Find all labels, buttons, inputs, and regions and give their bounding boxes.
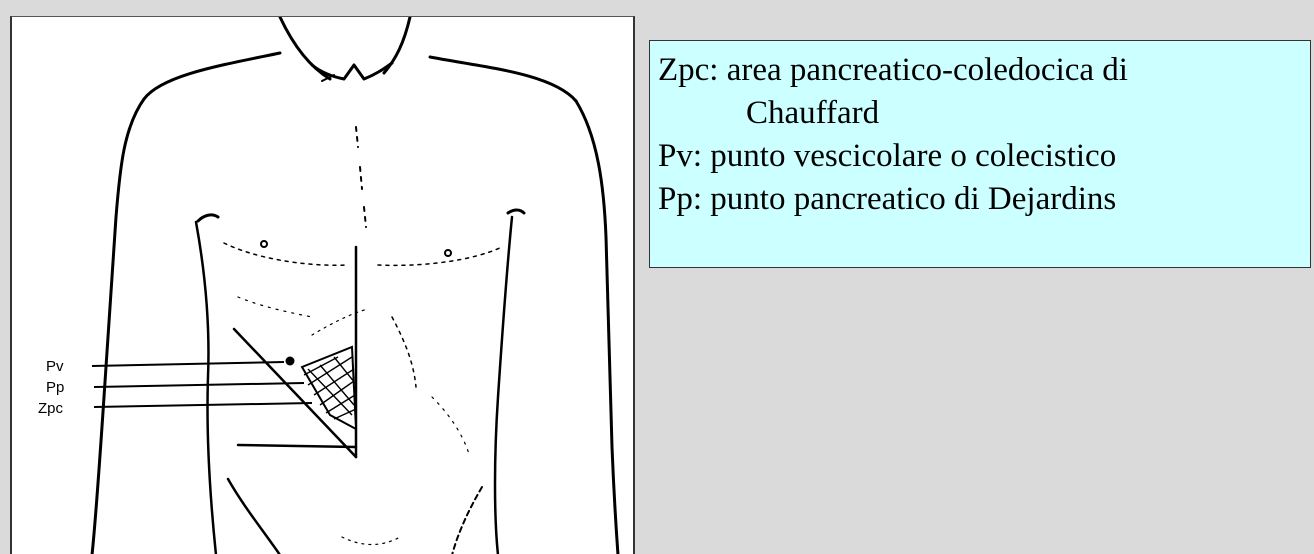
legend-item-zpc-continuation: Chauffard bbox=[658, 92, 1310, 135]
legend-box: Zpc: area pancreatico-coledocica di Chau… bbox=[649, 40, 1311, 268]
left-arm-inner bbox=[196, 222, 216, 554]
zpc-label: Zpc bbox=[38, 400, 64, 417]
legend-item-pp-text: Pp: punto pancreatico di Dejardins bbox=[658, 181, 1116, 217]
legend-item-zpc: Zpc: area pancreatico-coledocica di Chau… bbox=[658, 49, 1310, 135]
legend-item-pp: Pp: punto pancreatico di Dejardins bbox=[658, 178, 1310, 221]
neck-left-line bbox=[280, 17, 330, 79]
zpc-hatched-area bbox=[302, 347, 356, 429]
right-arm-outer bbox=[576, 101, 618, 554]
pv-point-dot bbox=[286, 357, 295, 366]
anatomical-figure: Pv Pp Zpc bbox=[10, 16, 635, 554]
zpc-pointer-line bbox=[94, 403, 312, 407]
pv-pointer-line bbox=[92, 362, 284, 366]
pp-label: Pp bbox=[46, 379, 64, 396]
groin-right-line bbox=[452, 487, 482, 554]
right-shoulder-line bbox=[430, 57, 576, 101]
groin-left-line bbox=[228, 479, 280, 554]
legend-item-zpc-text: Zpc: area pancreatico-coledocica di bbox=[658, 52, 1128, 88]
pv-label: Pv bbox=[46, 358, 64, 375]
right-arm-inner bbox=[495, 217, 512, 554]
umbilical-line bbox=[238, 445, 356, 447]
legend-item-pv-text: Pv: punto vescicolare o colecistico bbox=[658, 138, 1116, 174]
pp-pointer-line bbox=[94, 383, 304, 387]
torso-drawing: Pv Pp Zpc bbox=[12, 17, 633, 554]
left-shoulder-line bbox=[144, 53, 280, 99]
left-arm-outer bbox=[92, 99, 144, 554]
legend-item-pv: Pv: punto vescicolare o colecistico bbox=[658, 135, 1310, 178]
